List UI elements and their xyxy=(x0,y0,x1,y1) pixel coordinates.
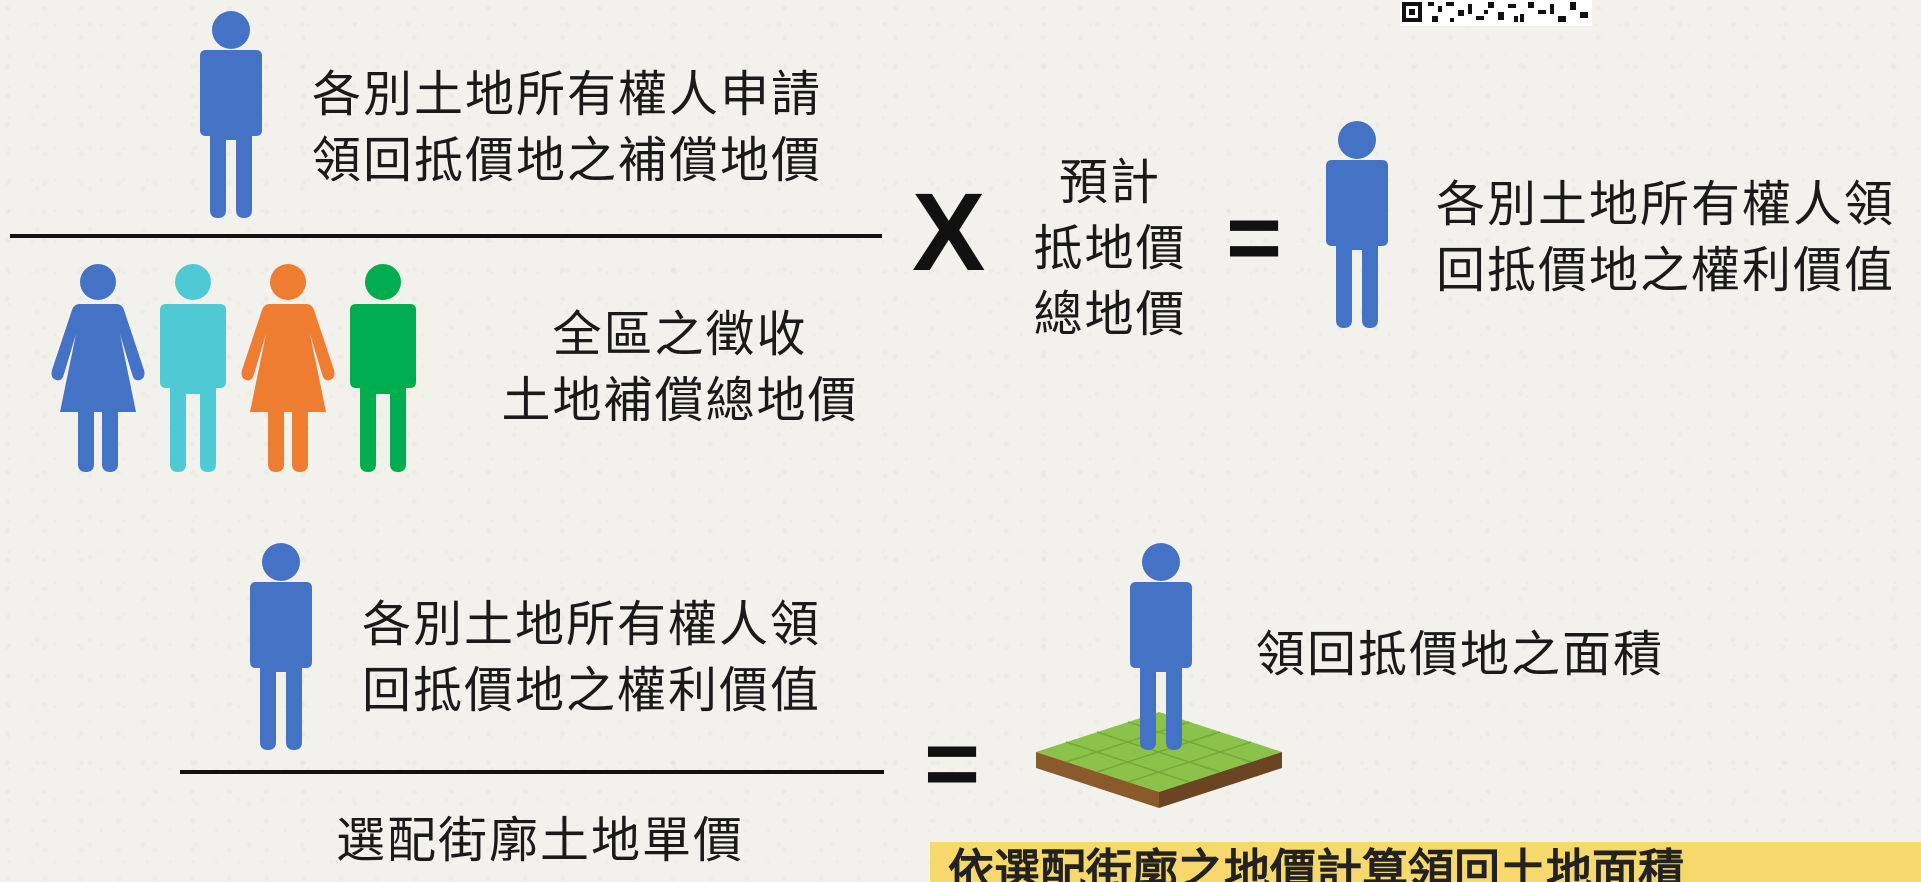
multiply-sign: X xyxy=(912,171,986,294)
person-blue-icon xyxy=(190,10,272,218)
person-cyan-icon xyxy=(152,262,234,472)
factor-text: 預計 抵地價 總地價 xyxy=(1033,154,1187,343)
numerator-text: 各別土地所有權人申請 領回抵價地之補償地價 xyxy=(312,66,823,189)
person-blue-icon xyxy=(240,542,322,750)
fraction-bar-2 xyxy=(180,770,884,774)
denominator-text-2: 選配街廓土地單價 xyxy=(335,812,744,869)
equals-sign-1: = xyxy=(1226,184,1283,291)
woman-blue-icon xyxy=(48,262,148,472)
person-blue-icon xyxy=(1120,542,1202,750)
person-green-icon xyxy=(342,262,424,472)
fraction-bar-1 xyxy=(10,234,882,238)
qr-code-icon xyxy=(1400,0,1592,26)
equals-sign-2: = xyxy=(924,710,981,817)
numerator-text-2: 各別土地所有權人領 回抵價地之權利價值 xyxy=(362,596,822,719)
denominator-text: 全區之徵收 土地補償總地價 xyxy=(501,306,859,429)
result-text: 各別土地所有權人領 回抵價地之權利價值 xyxy=(1436,176,1896,299)
result-text-2: 領回抵價地之面積 xyxy=(1256,626,1665,683)
woman-orange-icon xyxy=(238,262,338,472)
person-blue-icon xyxy=(1316,120,1398,328)
summary-banner: 依選配街廓之地價計算領回土地面積 xyxy=(930,842,1921,882)
